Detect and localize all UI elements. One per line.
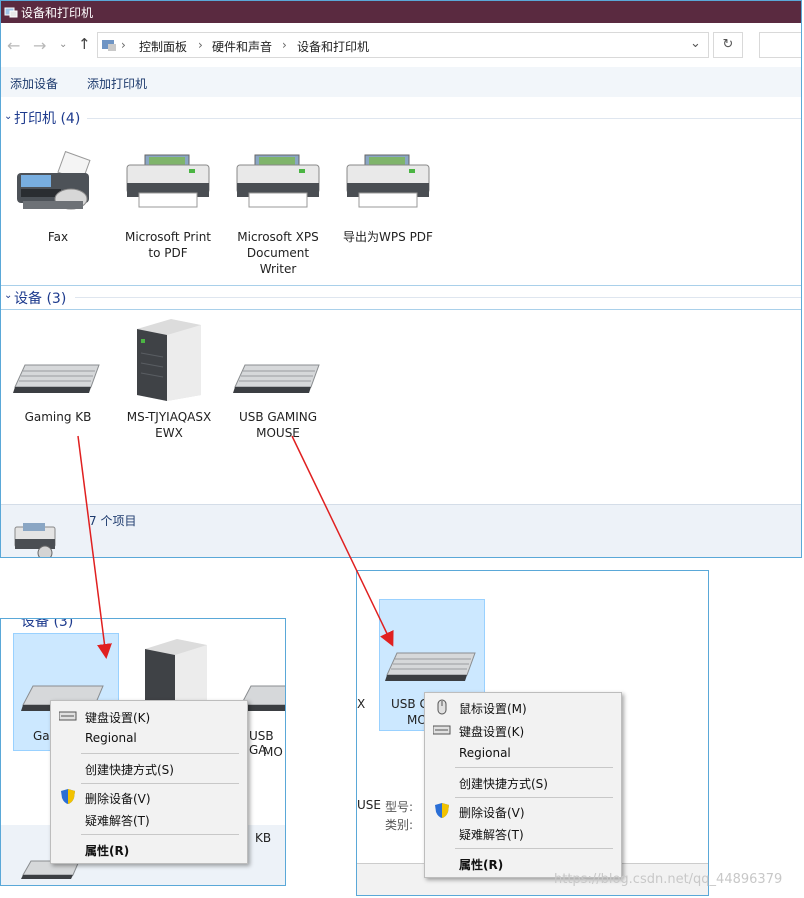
menu-remove-device[interactable]: 删除设备(V): [85, 792, 151, 806]
menu-mouse-settings[interactable]: 鼠标设置(M): [459, 702, 527, 716]
group-divider: [75, 297, 801, 298]
devices-group-header[interactable]: 设备 (3): [14, 291, 67, 307]
keyboard-icon: [21, 860, 80, 879]
device-context-menu: 键盘设置(K) Regional 创建快捷方式(S) 删除设备(V) 疑难解答(…: [50, 700, 248, 864]
keyboard-icon: [59, 711, 77, 721]
devices-printers-window: 设备和打印机 ← → ⌄ ↑ › 控制面板 › 硬件和声音 › 设备和打印机 ⌄…: [0, 0, 802, 558]
command-bar: 添加设备 添加打印机: [1, 67, 801, 97]
device-context-menu: 鼠标设置(M) 键盘设置(K) Regional 创建快捷方式(S) 删除设备(…: [424, 692, 622, 878]
menu-separator: [81, 783, 239, 784]
device-type-label: KB: [255, 831, 272, 845]
menu-remove-device[interactable]: 删除设备(V): [459, 806, 525, 820]
collapse-chevron-icon[interactable]: ⌄: [4, 290, 13, 301]
group-bottom-border: [1, 309, 801, 310]
search-input[interactable]: [759, 32, 801, 58]
breadcrumb-sep: ›: [198, 38, 203, 52]
group-top-border: [1, 285, 801, 286]
computer-tower-icon[interactable]: [131, 319, 203, 401]
device-label: MO: [407, 713, 427, 727]
uac-shield-icon: [435, 803, 449, 818]
printer-label: Fax: [47, 230, 69, 244]
address-dropdown-icon[interactable]: ⌄: [690, 36, 701, 51]
menu-separator: [81, 834, 239, 835]
title-bar: 设备和打印机: [1, 1, 801, 23]
printer-icon[interactable]: [123, 153, 213, 209]
menu-separator: [455, 767, 613, 768]
menu-troubleshoot[interactable]: 疑难解答(T): [85, 814, 150, 828]
address-bar[interactable]: › 控制面板 › 硬件和声音 › 设备和打印机 ⌄: [97, 32, 709, 58]
keyboard-icon: [433, 725, 451, 735]
fax-icon[interactable]: [13, 151, 103, 213]
menu-separator: [455, 797, 613, 798]
printer-label: 导出为WPS PDF: [343, 230, 433, 244]
menu-create-shortcut[interactable]: 创建快捷方式(S): [85, 763, 174, 777]
devices-group-header: 设备 (3): [21, 618, 74, 630]
group-divider: [87, 118, 801, 119]
menu-troubleshoot[interactable]: 疑难解答(T): [459, 828, 524, 842]
menu-keyboard-settings[interactable]: 键盘设置(K): [85, 711, 151, 725]
computer-tower-icon[interactable]: [141, 639, 209, 717]
devices-printers-icon: [14, 523, 56, 557]
breadcrumb-sep: ›: [121, 38, 126, 52]
recent-dropdown-icon[interactable]: ⌄: [59, 39, 68, 50]
forward-arrow-icon[interactable]: →: [33, 36, 47, 55]
back-arrow-icon[interactable]: ←: [7, 36, 21, 55]
control-panel-icon: [102, 40, 116, 51]
device-label: MO: [263, 745, 283, 759]
menu-regional[interactable]: Regional: [459, 746, 511, 760]
keyboard-icon[interactable]: [13, 361, 103, 395]
collapse-chevron-icon[interactable]: ⌄: [4, 111, 13, 122]
mouse-icon: [437, 699, 447, 715]
device-label: Ga: [33, 729, 50, 743]
keyboard-icon[interactable]: [233, 361, 323, 395]
up-arrow-icon[interactable]: ↑: [78, 35, 91, 53]
refresh-button[interactable]: ↻: [713, 32, 743, 58]
menu-separator: [81, 753, 239, 754]
menu-keyboard-settings[interactable]: 键盘设置(K): [459, 725, 525, 739]
device-label: USB GA: [249, 729, 274, 757]
menu-properties[interactable]: 属性(R): [85, 844, 130, 858]
keyboard-icon[interactable]: [239, 683, 286, 713]
add-printer-button[interactable]: 添加打印机: [87, 77, 148, 91]
item-count: 7 个项目: [89, 514, 137, 528]
menu-create-shortcut[interactable]: 创建快捷方式(S): [459, 777, 548, 791]
menu-properties[interactable]: 属性(R): [459, 858, 504, 872]
device-label: USB G: [391, 697, 429, 711]
breadcrumb-hardware-sound[interactable]: 硬件和声音: [212, 40, 273, 54]
menu-separator: [455, 848, 613, 849]
breadcrumb-sep: ›: [282, 38, 287, 52]
printer-icon[interactable]: [233, 153, 323, 209]
breadcrumb-devices-printers[interactable]: 设备和打印机: [297, 40, 370, 54]
uac-shield-icon: [61, 789, 75, 804]
add-device-button[interactable]: 添加设备: [10, 77, 59, 91]
breadcrumb-control-panel[interactable]: 控制面板: [139, 40, 188, 54]
printer-icon[interactable]: [343, 153, 433, 209]
device-label: X: [357, 697, 366, 711]
details-pane: 7 个项目: [1, 504, 801, 557]
window-title: 设备和打印机: [21, 6, 94, 20]
category-label: 类别:: [385, 818, 414, 832]
printers-group-header[interactable]: 打印机 (4): [14, 111, 81, 127]
devices-printers-icon: [4, 7, 18, 18]
keyboard-icon[interactable]: [385, 649, 477, 683]
menu-regional[interactable]: Regional: [85, 731, 137, 745]
device-label: Gaming KB: [24, 410, 92, 424]
watermark-text: https://blog.csdn.net/qq_44896379: [554, 872, 783, 887]
model-label: 型号:: [385, 800, 414, 814]
model-prefix: USE: [357, 798, 381, 812]
